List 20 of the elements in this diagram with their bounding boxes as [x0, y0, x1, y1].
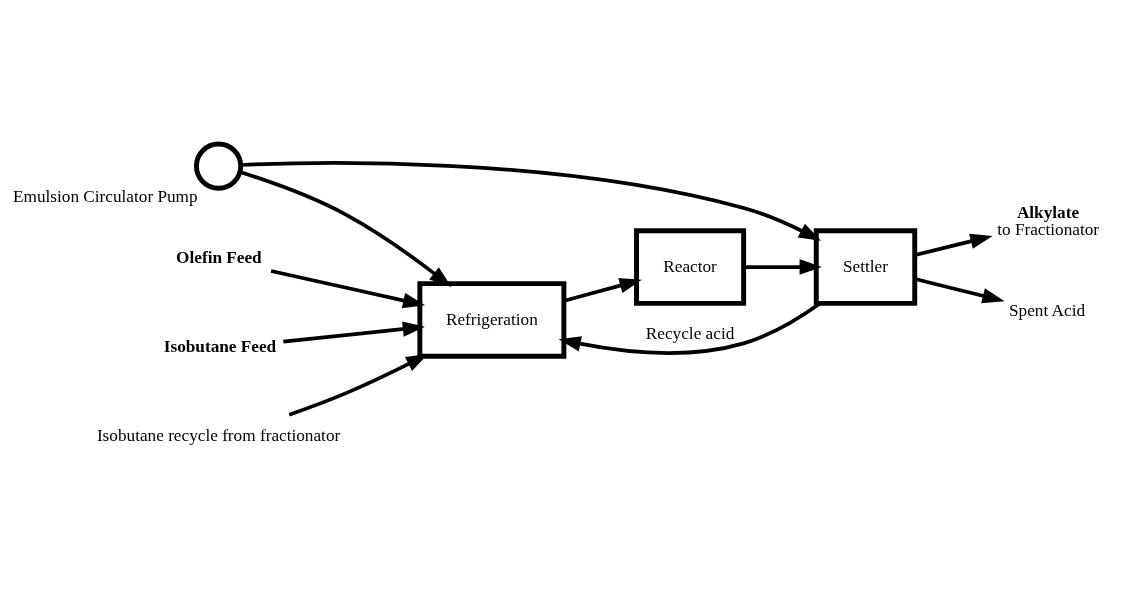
node-box: Reactor	[634, 227, 747, 306]
arrow	[743, 258, 822, 275]
node-text: Spent Acid	[1009, 300, 1086, 320]
edge-label: Recycle acid	[645, 323, 735, 343]
arrow	[240, 160, 821, 241]
arrow	[288, 353, 429, 416]
node-text: Isobutane Feed	[163, 336, 277, 356]
arrow	[563, 277, 642, 302]
node-circle	[193, 140, 244, 191]
node-text: Olefin Feed	[176, 247, 262, 267]
node-label: Emulsion Circulator Pump	[13, 186, 198, 206]
arrow	[239, 169, 452, 287]
node-text: Isobutane recycle from fractionator	[96, 425, 341, 445]
arrow	[283, 320, 425, 343]
node-text: Alkylate to Fractionator	[997, 202, 1100, 239]
arrow	[270, 268, 426, 308]
arrow	[914, 233, 993, 257]
node-box: Settler	[813, 227, 918, 306]
arrow	[914, 276, 1005, 303]
node-box: Refrigeration	[417, 280, 567, 359]
